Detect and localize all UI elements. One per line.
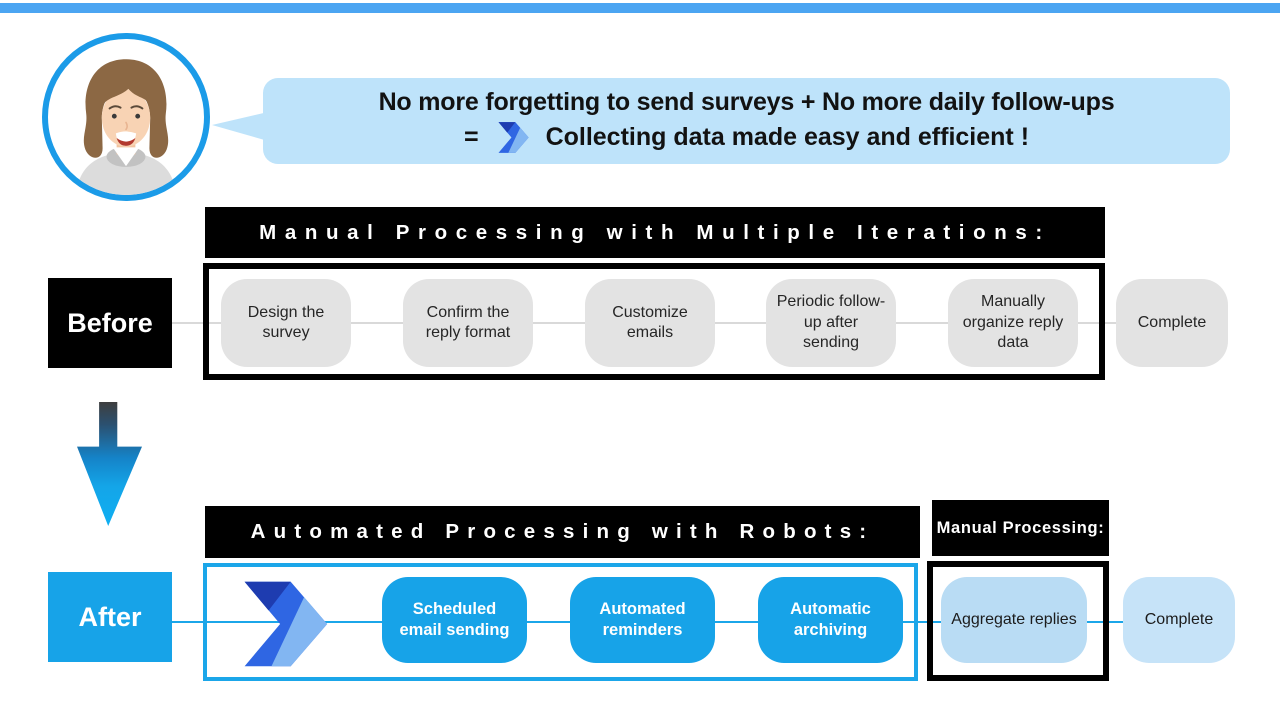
woman-avatar-illustration <box>76 59 176 195</box>
equals-sign: = <box>463 122 479 151</box>
before-step-4: Periodic follow-up after sending <box>766 279 896 367</box>
before-step-2: Confirm the reply format <box>403 279 533 367</box>
before-complete-step: Complete <box>1116 279 1228 367</box>
manual-frame <box>927 561 1109 681</box>
bubble-text-line2: = Collecting data made easy and efficien… <box>464 120 1029 155</box>
bubble-text-line2-label: Collecting data made easy and efficient … <box>545 122 1030 151</box>
after-step-2: Automated reminders <box>570 577 715 663</box>
after-label: After <box>48 572 172 662</box>
before-step-5: Manually organize reply data <box>948 279 1078 367</box>
speech-bubble-tail <box>212 112 268 141</box>
before-label: Before <box>48 278 172 368</box>
bubble-text-line1: No more forgetting to send surveys + No … <box>378 87 1115 116</box>
down-arrow-icon <box>77 402 142 526</box>
woman-avatar <box>42 33 210 201</box>
after-step-1: Scheduled email sending <box>382 577 527 663</box>
before-step-3: Customize emails <box>585 279 715 367</box>
after-manual-step: Aggregate replies <box>941 577 1087 663</box>
before-banner: Manual Processing with Multiple Iteratio… <box>205 207 1105 258</box>
before-frame <box>203 263 1105 380</box>
power-automate-icon <box>498 121 529 153</box>
power-automate-icon <box>228 576 338 672</box>
after-complete-step: Complete <box>1123 577 1235 663</box>
speech-bubble: No more forgetting to send surveys + No … <box>263 78 1230 164</box>
after-step-3: Automatic archiving <box>758 577 903 663</box>
after-frame <box>203 563 918 681</box>
after-banner: Automated Processing with Robots: <box>205 506 920 558</box>
before-step-1: Design the survey <box>221 279 351 367</box>
manual-processing-banner: Manual Processing: <box>932 500 1109 556</box>
top-accent-bar <box>0 3 1280 13</box>
